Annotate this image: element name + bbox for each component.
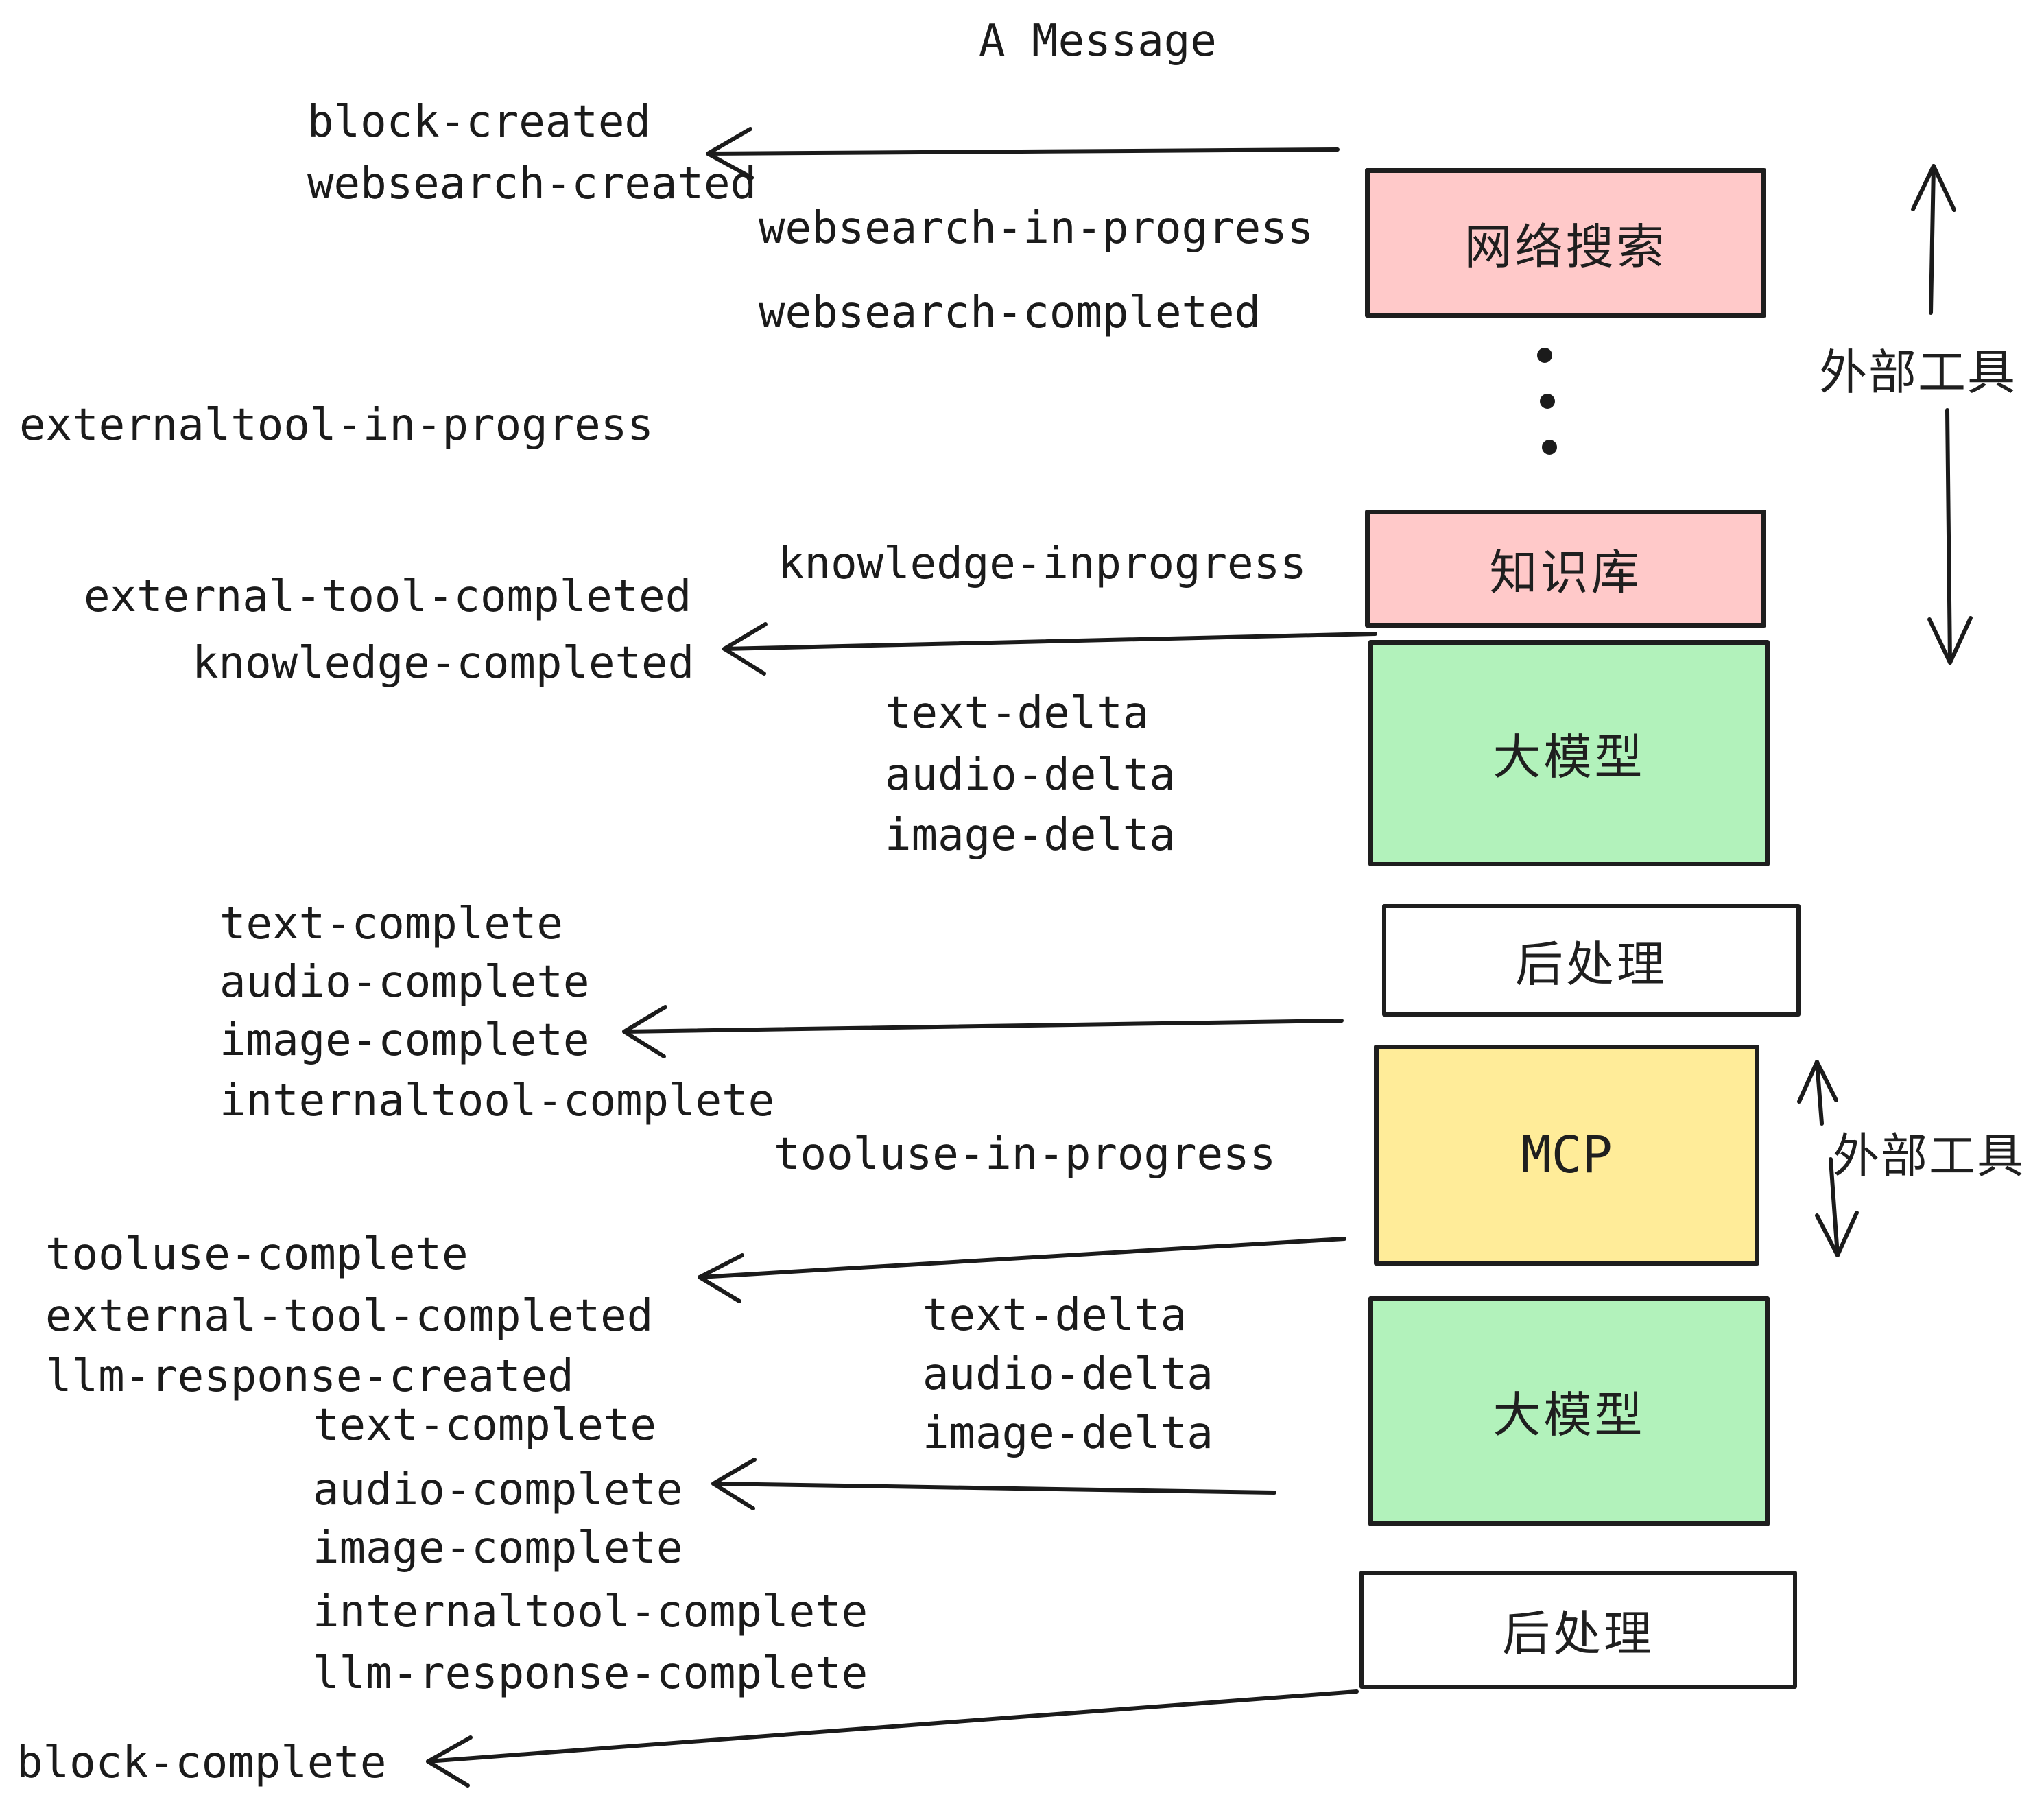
event-knowledge-inprogress: knowledge-inprogress <box>778 538 1307 589</box>
event-external-tool-completed-1: external-tool-completed <box>84 571 692 622</box>
event-websearch-in-progress: websearch-in-progress <box>759 203 1314 254</box>
external-tools-arrow-down-2 <box>1815 1157 1859 1257</box>
arrow-to-knowledge-completed <box>722 622 1377 676</box>
external-tools-label-1: 外部工具 <box>1819 344 2017 401</box>
event-audio-complete-2: audio-complete <box>313 1464 683 1515</box>
box-mcp: MCP <box>1374 1045 1759 1266</box>
event-audio-delta-2: audio-delta <box>923 1349 1213 1400</box>
event-websearch-created: websearch-created <box>307 158 757 209</box>
external-tools-arrow-down-1 <box>1927 408 1973 665</box>
event-tooluse-complete: tooluse-complete <box>45 1229 468 1280</box>
box-knowledge-label: 知识库 <box>1489 544 1642 601</box>
event-text-complete-2: text-complete <box>313 1400 656 1451</box>
box-websearch-label: 网络搜索 <box>1464 218 1667 275</box>
arrow-to-websearch-created <box>706 127 1340 180</box>
box-post-processing-1-label: 后处理 <box>1515 936 1667 993</box>
event-image-complete-2: image-complete <box>313 1523 683 1574</box>
arrow-to-image-complete <box>622 1005 1344 1058</box>
event-image-delta-1: image-delta <box>885 810 1176 861</box>
event-text-complete-1: text-complete <box>219 899 563 949</box>
box-llm-1-label: 大模型 <box>1493 728 1645 785</box>
event-websearch-completed: websearch-completed <box>759 287 1261 338</box>
box-post-processing-2: 后处理 <box>1359 1571 1797 1689</box>
event-text-delta-1: text-delta <box>885 688 1150 739</box>
box-llm-1: 大模型 <box>1368 640 1770 866</box>
event-image-delta-2: image-delta <box>923 1408 1213 1459</box>
external-tools-arrow-up-2 <box>1797 1060 1838 1126</box>
event-image-complete-1: image-complete <box>219 1015 590 1066</box>
event-tooluse-in-progress: tooluse-in-progress <box>774 1129 1276 1180</box>
arrow-to-tooluse-complete <box>698 1237 1346 1303</box>
ellipsis-dots <box>1537 348 1557 455</box>
event-knowledge-completed: knowledge-completed <box>192 638 695 689</box>
diagram-title: A Message <box>979 16 1217 67</box>
arrow-to-block-complete <box>426 1689 1359 1788</box>
event-llm-response-complete: llm-response-complete <box>313 1648 868 1699</box>
box-llm-2-label: 大模型 <box>1493 1387 1645 1443</box>
event-externaltool-in-progress: externaltool-in-progress <box>19 400 654 451</box>
event-internaltool-complete-2: internaltool-complete <box>313 1587 868 1637</box>
box-llm-2: 大模型 <box>1368 1296 1770 1526</box>
arrow-to-audio-complete <box>711 1458 1276 1510</box>
external-tools-label-2: 外部工具 <box>1833 1130 2025 1184</box>
box-websearch: 网络搜索 <box>1365 168 1766 318</box>
event-external-tool-completed-2: external-tool-completed <box>45 1291 654 1342</box>
event-block-complete: block-complete <box>16 1737 387 1788</box>
event-audio-complete-1: audio-complete <box>219 957 590 1008</box>
event-text-delta-2: text-delta <box>923 1290 1187 1341</box>
event-internaltool-complete-1: internaltool-complete <box>219 1076 775 1126</box>
event-block-created: block-created <box>307 97 651 147</box>
event-audio-delta-1: audio-delta <box>885 750 1176 800</box>
event-llm-response-created: llm-response-created <box>45 1351 574 1402</box>
external-tools-arrow-up-1 <box>1911 164 1956 315</box>
box-knowledge: 知识库 <box>1365 510 1766 628</box>
box-post-processing-2-label: 后处理 <box>1502 1605 1654 1662</box>
box-mcp-label: MCP <box>1521 1126 1613 1185</box>
box-post-processing-1: 后处理 <box>1382 904 1801 1017</box>
